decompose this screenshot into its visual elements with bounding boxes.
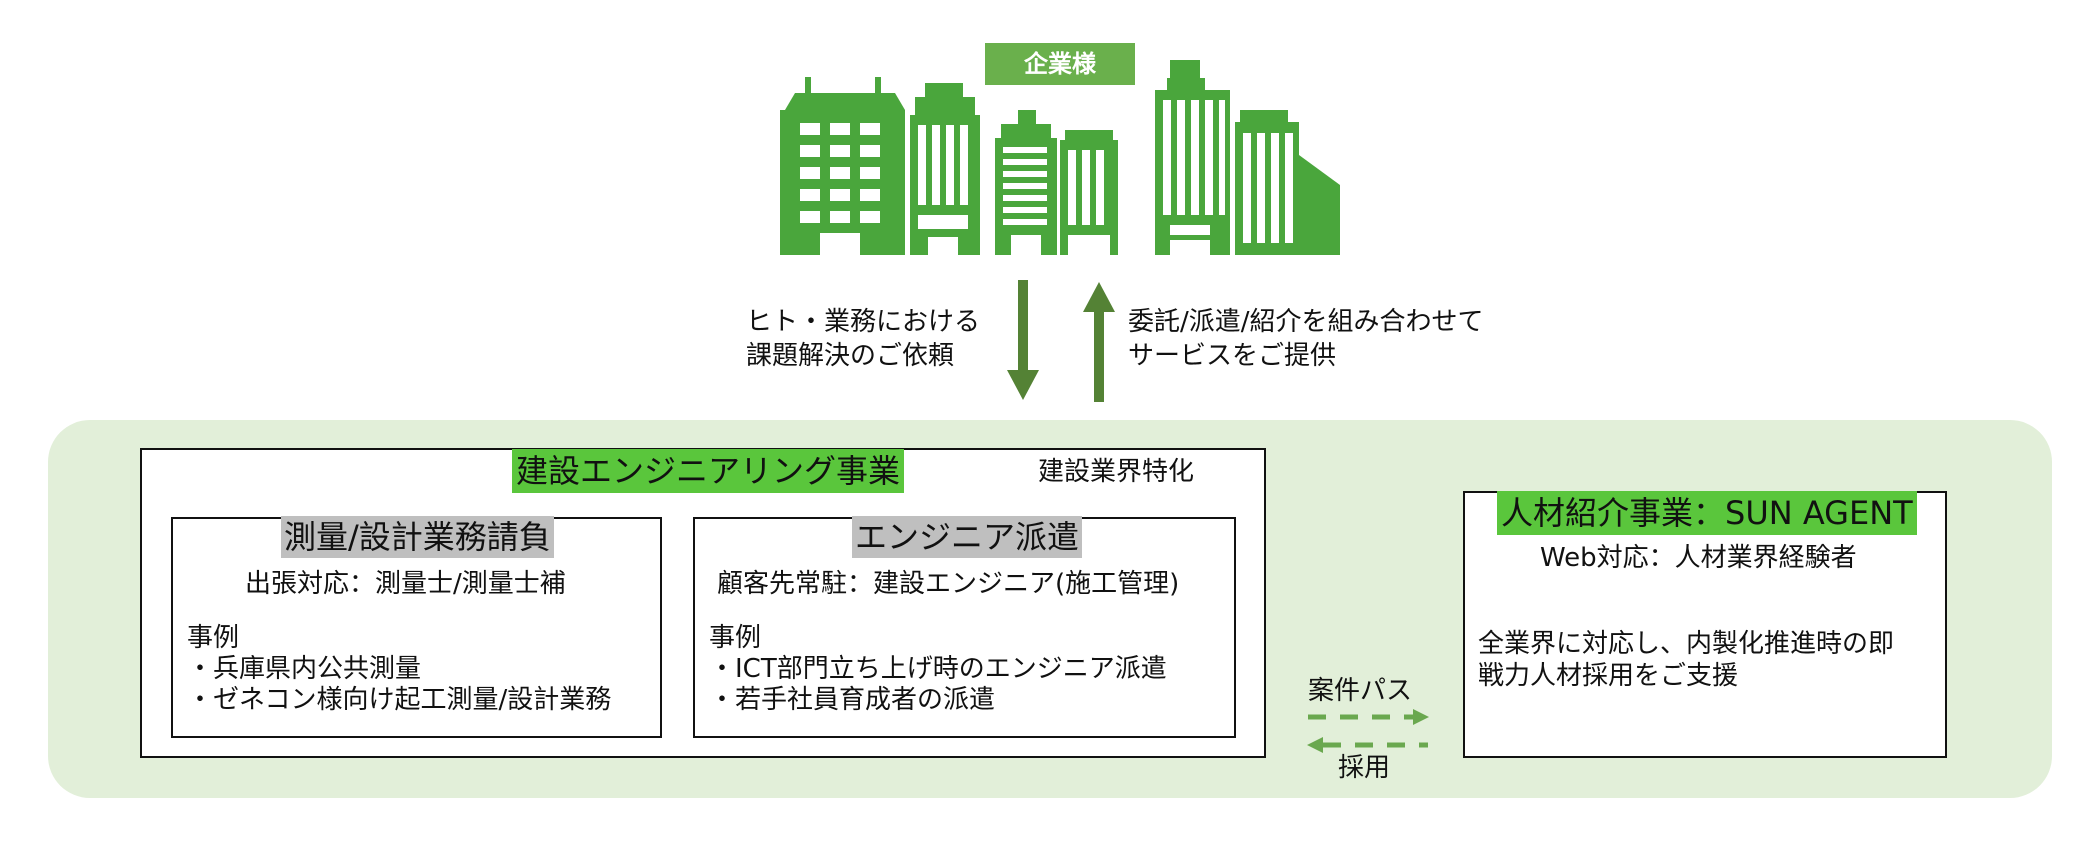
dispatch-examples: 事例 ・ICT部門立ち上げ時のエンジニア派遣 ・若手社員育成者の派遣: [709, 623, 1167, 716]
up-arrow-icon: [1083, 282, 1115, 402]
dispatch-title: エンジニア派遣: [852, 516, 1083, 558]
right-dashed-arrow-icon: [1308, 709, 1429, 725]
dashed-arrows: [1307, 709, 1429, 753]
survey-title: 測量/設計業務請負: [281, 516, 554, 558]
down-arrow-icon: [1007, 280, 1039, 400]
left-dashed-arrow-icon: [1307, 737, 1428, 753]
engineering-title: 建設エンジニアリング事業: [512, 449, 905, 493]
agent-web: Web対応：人材業界経験者: [1540, 543, 1857, 573]
survey-desc: 出張対応：測量士/測量士補: [245, 569, 566, 599]
example-item: ・ゼネコン様向け起工測量/設計業務: [187, 685, 612, 715]
examples-label: 事例: [187, 623, 240, 653]
dispatch-desc: 顧客先常駐：建設エンジニア(施工管理): [717, 569, 1180, 599]
service-text: 委託/派遣/紹介を組み合わせて サービスをご提供: [1128, 307, 1484, 371]
example-item: ・ICT部門立ち上げ時のエンジニア派遣: [709, 654, 1167, 684]
survey-examples: 事例 ・兵庫県内公共測量 ・ゼネコン様向け起工測量/設計業務: [187, 623, 611, 716]
recruit-label: 採用: [1338, 753, 1391, 783]
agent-title: 人材紹介事業：SUN AGENT: [1497, 491, 1917, 535]
engineering-specialty: 建設業界特化: [1038, 457, 1195, 487]
client-label: 企業様: [985, 43, 1135, 85]
example-item: ・若手社員育成者の派遣: [709, 685, 996, 715]
office-buildings-icon: [775, 60, 1340, 260]
request-text: ヒト・業務における 課題解決のご依頼: [746, 307, 981, 371]
examples-label: 事例: [709, 623, 762, 653]
example-item: ・兵庫県内公共測量: [187, 654, 422, 684]
agent-desc: 全業界に対応し、内製化推進時の即 戦力人材採用をご支援: [1478, 629, 1895, 691]
anken-pass-label: 案件パス: [1308, 676, 1413, 706]
